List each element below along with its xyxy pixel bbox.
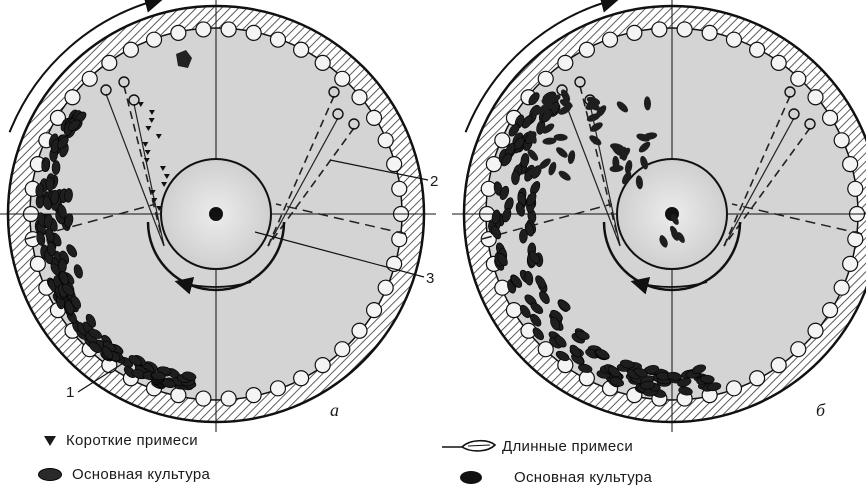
part-label-3: 3 [426, 270, 434, 287]
cell-pocket [367, 303, 382, 318]
cell-pocket [221, 22, 236, 37]
legend-short-impurities: Короткие примеси [30, 432, 198, 449]
cell-pocket [352, 323, 367, 338]
cell-pocket [791, 342, 806, 357]
cell-pocket [294, 42, 309, 57]
cell-pocket [392, 181, 407, 196]
legend-main-crop-right-label: Основная культура [514, 469, 652, 486]
cell-pocket [352, 90, 367, 105]
cell-pocket [848, 181, 863, 196]
cell-pocket [315, 358, 330, 373]
triangle-icon [44, 436, 56, 446]
cell-pocket [171, 388, 186, 403]
grain [511, 170, 520, 184]
legend-short-impurities-label: Короткие примеси [66, 432, 198, 449]
cell-pocket [677, 22, 692, 37]
panel-label-b: б [816, 400, 825, 421]
cell-pocket [791, 71, 806, 86]
legend-main-crop-left-label: Основная культура [72, 466, 210, 483]
cell-pocket [367, 110, 382, 125]
legend-main-crop-right: Основная культура [458, 469, 652, 486]
cell-pocket [294, 371, 309, 386]
cell-pocket [750, 42, 765, 57]
part-label-1: 1 [66, 384, 74, 401]
cell-pocket [102, 55, 117, 70]
cell-pocket [579, 42, 594, 57]
cell-pocket [823, 110, 838, 125]
cell-pocket [750, 371, 765, 386]
cell-pocket [30, 256, 45, 271]
cell-pocket [834, 133, 849, 148]
cell-pocket [726, 32, 741, 47]
cell-pocket [378, 133, 393, 148]
cell-pocket [843, 256, 858, 271]
grain [621, 147, 628, 161]
cell-pocket [171, 25, 186, 40]
part-label-2: 2 [430, 173, 438, 190]
cell-pocket [823, 303, 838, 318]
cell-pocket [221, 391, 236, 406]
cell-pocket [378, 280, 393, 295]
cell-pocket [771, 55, 786, 70]
cell-pocket [196, 391, 211, 406]
cell-pocket [335, 71, 350, 86]
cell-pocket [603, 32, 618, 47]
cell-pocket [65, 90, 80, 105]
long-impurity-icon [440, 437, 498, 455]
cell-pocket [808, 323, 823, 338]
cell-pocket [246, 388, 261, 403]
cell-pocket [843, 157, 858, 172]
cell-pocket [270, 381, 285, 396]
legend-main-crop-left: Основная культура [30, 466, 210, 483]
cell-pocket [702, 25, 717, 40]
cell-pocket [387, 157, 402, 172]
cell-pocket [315, 55, 330, 70]
cell-pocket [246, 25, 261, 40]
cell-pocket [82, 71, 97, 86]
cell-pocket [495, 133, 510, 148]
grain-icon [38, 468, 62, 481]
cell-pocket [335, 342, 350, 357]
cell-pocket [196, 22, 211, 37]
cell-pocket [538, 71, 553, 86]
cell-pocket [270, 32, 285, 47]
grain-icon [460, 471, 482, 484]
cell-pocket [726, 381, 741, 396]
cell-pocket [627, 25, 642, 40]
legend-long-impurities-label: Длинные примеси [502, 438, 633, 455]
cell-pocket [579, 371, 594, 386]
cell-pocket [506, 303, 521, 318]
grain [58, 259, 66, 273]
cell-pocket [771, 358, 786, 373]
grain [52, 160, 60, 174]
cell-pocket [834, 280, 849, 295]
cell-pocket [652, 22, 667, 37]
cell-pocket [123, 42, 138, 57]
panel-label-a: а [330, 400, 339, 421]
legend-long-impurities: Длинные примеси [440, 437, 633, 455]
cell-pocket [147, 32, 162, 47]
cell-pocket [558, 55, 573, 70]
grain [46, 177, 54, 191]
cell-pocket [808, 90, 823, 105]
auger-shaft [209, 207, 223, 221]
